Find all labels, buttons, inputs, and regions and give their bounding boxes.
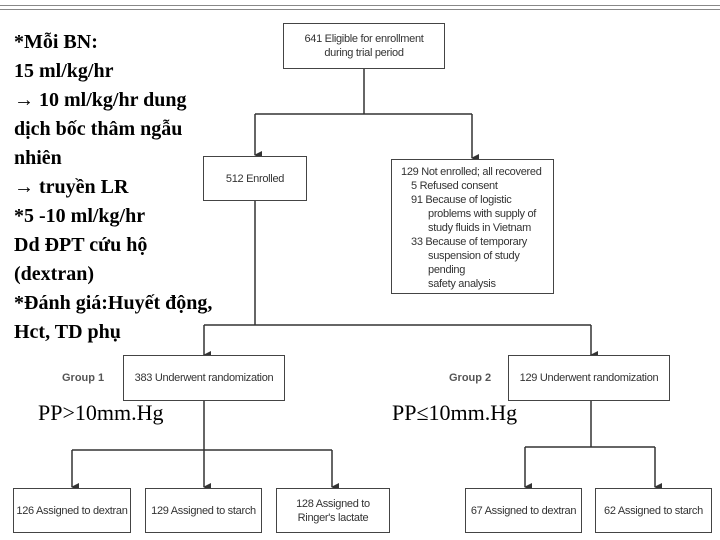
group1-box-label: 383 Underwent randomization — [134, 372, 274, 384]
g1-starch-box: 129 Assigned to starch — [145, 488, 262, 533]
g1-ringer-line-2: Ringer's lactate — [297, 511, 369, 524]
g1-dextran-box: 126 Assigned to dextran — [13, 488, 131, 533]
enrolled-label: 512 Enrolled — [225, 172, 285, 185]
g1-ringer-line-1: 128 Assigned to — [296, 497, 370, 510]
g2-dextran-label: 67 Assigned to dextran — [470, 504, 577, 517]
not-enrolled-item: study fluids in Vietnam — [428, 222, 531, 234]
not-enrolled-item: 33 Because of temporary — [411, 236, 528, 248]
eligible-line-1: 641 Eligible for enrollment — [304, 33, 424, 45]
note-line: *Mỗi BN: — [14, 31, 98, 53]
top-border-line-2 — [0, 9, 720, 10]
eligible-line-2: during trial period — [324, 47, 404, 59]
note-line: *5 -10 ml/kg/hr — [14, 205, 146, 227]
note-line: dịch bốc thâm ngẫu — [14, 118, 183, 140]
not-enrolled-item: safety analysis — [428, 278, 496, 290]
group2-box: 129 Underwent randomization — [508, 355, 670, 401]
note-line: 15 ml/kg/hr — [14, 60, 114, 82]
g1-ringer-box: 128 Assigned to Ringer's lactate — [276, 488, 390, 533]
note-line: *Đánh giá:Huyết động, — [14, 292, 213, 314]
group1-label: Group 1 — [62, 372, 105, 384]
not-enrolled-item: 5 Refused consent — [411, 180, 498, 192]
note-line: Hct, TD phụ — [14, 321, 121, 343]
group1-box: 383 Underwent randomization — [123, 355, 285, 401]
pp-left-label: PP>10mm.Hg — [38, 400, 164, 425]
g2-dextran-box: 67 Assigned to dextran — [465, 488, 582, 533]
g1-dextran-label: 126 Assigned to dextran — [16, 504, 128, 517]
g2-starch-label: 62 Assigned to starch — [604, 504, 703, 517]
not-enrolled-item: problems with supply of — [428, 208, 537, 220]
note-line: → truyền LR — [14, 176, 129, 198]
not-enrolled-item: 91 Because of logistic — [411, 194, 512, 206]
note-line: Dd ĐPT cứu hộ — [14, 234, 148, 256]
not-enrolled-item: suspension of study pending — [428, 250, 520, 276]
group2-box-label: 129 Underwent randomization — [519, 372, 659, 384]
note-line: nhiên — [14, 147, 62, 169]
note-line: (dextran) — [14, 263, 94, 285]
g1-starch-label: 129 Assigned to starch — [151, 504, 256, 517]
top-border-line — [0, 5, 720, 6]
pp-right-label: PP≤10mm.Hg — [392, 400, 518, 425]
note-line: → 10 ml/kg/hr dung — [14, 89, 187, 111]
group2-label: Group 2 — [449, 372, 492, 384]
eligible-box: 641 Eligible for enrollment during trial… — [283, 23, 445, 69]
not-enrolled-title: 129 Not enrolled; all recovered — [401, 166, 542, 178]
enrolled-box: 512 Enrolled — [203, 156, 307, 201]
not-enrolled-box: 129 Not enrolled; all recovered 5 Refuse… — [391, 159, 554, 294]
treatment-note: *Mỗi BN: 15 ml/kg/hr → 10 ml/kg/hr dung dị… — [14, 28, 264, 347]
g2-starch-box: 62 Assigned to starch — [595, 488, 712, 533]
